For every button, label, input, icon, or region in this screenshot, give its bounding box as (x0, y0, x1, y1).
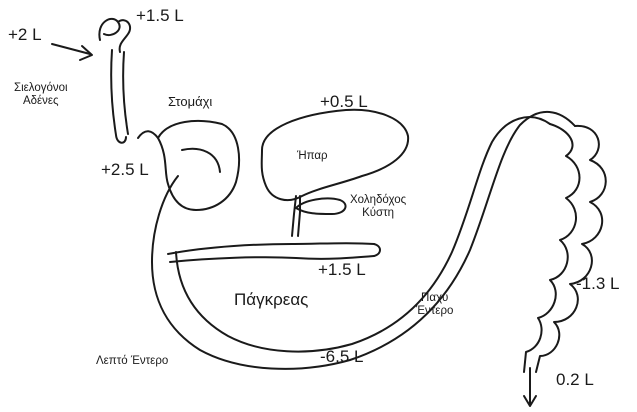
salivary-glands-line2: Αδένες (14, 95, 68, 108)
salivary-glands-line1: Σιελογόνοι (14, 82, 68, 95)
large-intestine-line1: Παχύ (416, 292, 453, 305)
gallbladder-label: Χοληδόχος Κύστη (350, 194, 406, 220)
intake-volume: +2 L (8, 25, 42, 45)
stomach-outline (158, 121, 239, 210)
stomach-volume: +2.5 L (101, 160, 149, 180)
small-intestine-volume: -6.5 L (320, 347, 363, 367)
pancreatic-duct-end (374, 244, 380, 256)
liver-label: Ήπαρ (297, 150, 328, 163)
large-intestine-outer (536, 126, 606, 372)
saliva-volume: +1.5 L (136, 6, 184, 26)
stomach-inner-curve (182, 149, 220, 172)
gallbladder-line1: Χοληδόχος (350, 194, 406, 207)
small-intestine-outer (152, 112, 575, 369)
large-intestine-inner (524, 124, 580, 372)
large-intestine-volume: -1.3 L (576, 274, 619, 294)
mouth-outline (99, 19, 130, 52)
excretion-volume: 0.2 L (556, 370, 594, 390)
small-intestine-inner (176, 117, 550, 351)
bile-volume: +0.5 L (320, 92, 368, 112)
stomach-label: Στομάχι (168, 95, 212, 110)
esophagus-junction (138, 131, 158, 138)
pancreas-volume: +1.5 L (318, 260, 366, 280)
bile-duct (292, 196, 300, 236)
salivary-glands-label: Σιελογόνοι Αδένες (14, 82, 68, 108)
esophagus-right-wall (123, 52, 128, 134)
large-intestine-label: Παχύ Έντερο (416, 292, 453, 318)
small-intestine-label: Λεπτό Έντερο (96, 355, 168, 368)
gallbladder-line2: Κύστη (350, 207, 406, 220)
liver-outline (262, 110, 408, 200)
gallbladder-outline (296, 198, 346, 214)
pancreatic-duct-upper (168, 243, 374, 254)
large-intestine-line2: Έντερο (416, 305, 453, 318)
pancreas-label: Πάγκρεας (234, 290, 308, 310)
